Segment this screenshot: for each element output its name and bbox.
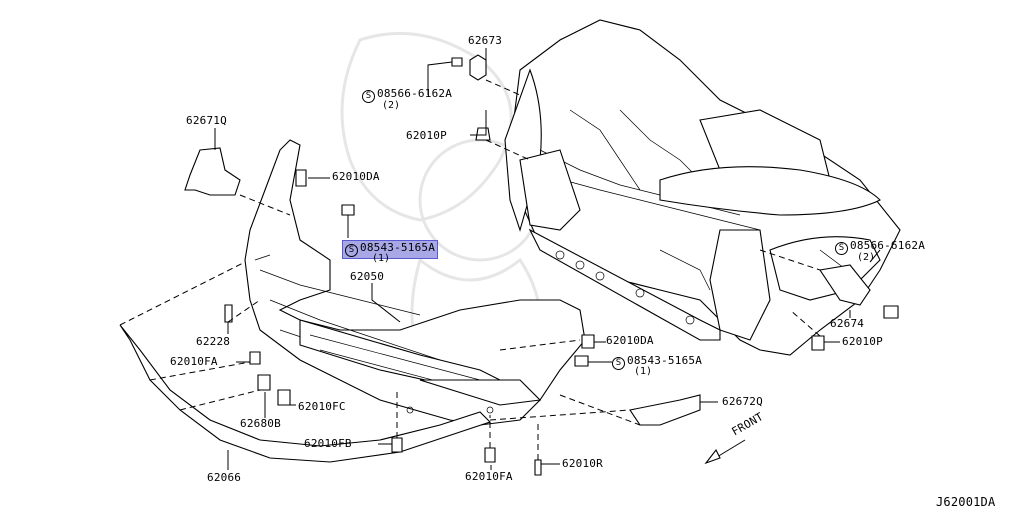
s-symbol-icon: S [345,244,358,257]
label-62673: 62673 [468,34,503,47]
label-62674: 62674 [830,317,865,330]
leader-lines [214,48,881,470]
qty-08566-right: (2) [857,252,876,263]
front-arrow-icon [704,439,746,465]
part-number: 08566-6162A [850,239,926,252]
label-62228: 62228 [196,335,231,348]
label-62066: 62066 [207,471,242,484]
label-62010DA-mid: 62010DA [606,334,654,347]
diagram-code: J62001DA [936,495,996,509]
s-symbol-icon: S [835,242,848,255]
label-62010FA-left: 62010FA [170,355,218,368]
label-62671Q: 62671Q [186,114,227,127]
label-62010P-right: 62010P [842,335,883,348]
part-number: 08543-5165A [627,354,703,367]
bumper-fascia-62050 [244,139,586,426]
brackets [184,147,871,426]
label-62680B: 62680B [240,417,281,430]
qty-08566-top: (2) [382,100,401,111]
label-62672Q: 62672Q [722,395,763,408]
qty-08543-top: (1) [372,253,391,264]
label-62010FB: 62010FB [304,437,352,450]
part-number: 08543-5165A [360,241,436,254]
label-62010FC: 62010FC [298,400,346,413]
label-62010P-top: 62010P [406,129,447,142]
part-number: 08566-6162A [377,87,453,100]
body-structure [504,19,901,356]
assembly-lines [119,79,821,460]
label-62050: 62050 [350,270,385,283]
s-symbol-icon: S [362,90,375,103]
label-62010DA-top: 62010DA [332,170,380,183]
label-62010R: 62010R [562,457,603,470]
s-symbol-icon: S [612,357,625,370]
qty-08543-mid: (1) [634,366,653,377]
label-62010FA-bottom: 62010FA [465,470,513,483]
